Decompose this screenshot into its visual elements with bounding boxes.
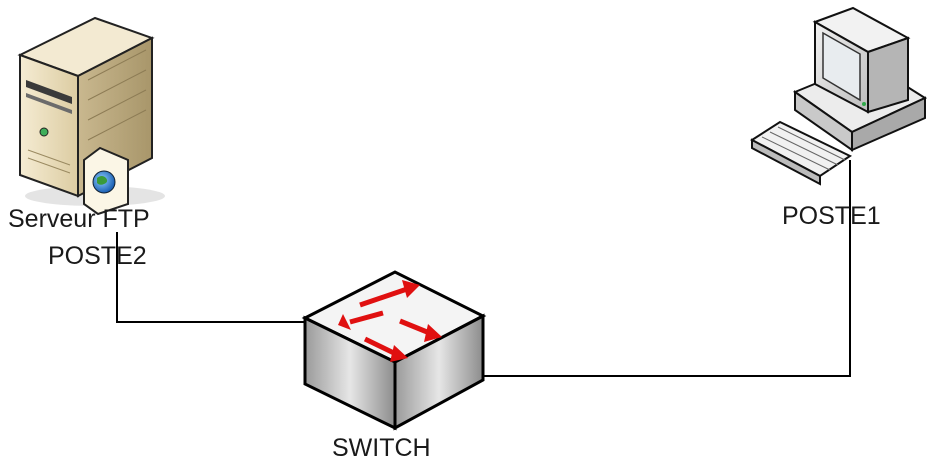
network-switch-icon <box>301 270 487 431</box>
link-server-switch <box>116 232 305 323</box>
switch-label: SWITCH <box>332 434 431 462</box>
link-switch-poste1 <box>483 160 851 377</box>
desktop-computer-icon <box>750 6 928 186</box>
globe-document-icon <box>83 146 129 216</box>
switch-arrows <box>338 280 442 362</box>
workstation-label: POSTE1 <box>782 202 881 230</box>
server-host-label: POSTE2 <box>48 242 147 270</box>
server-label: Serveur FTP <box>8 205 150 233</box>
